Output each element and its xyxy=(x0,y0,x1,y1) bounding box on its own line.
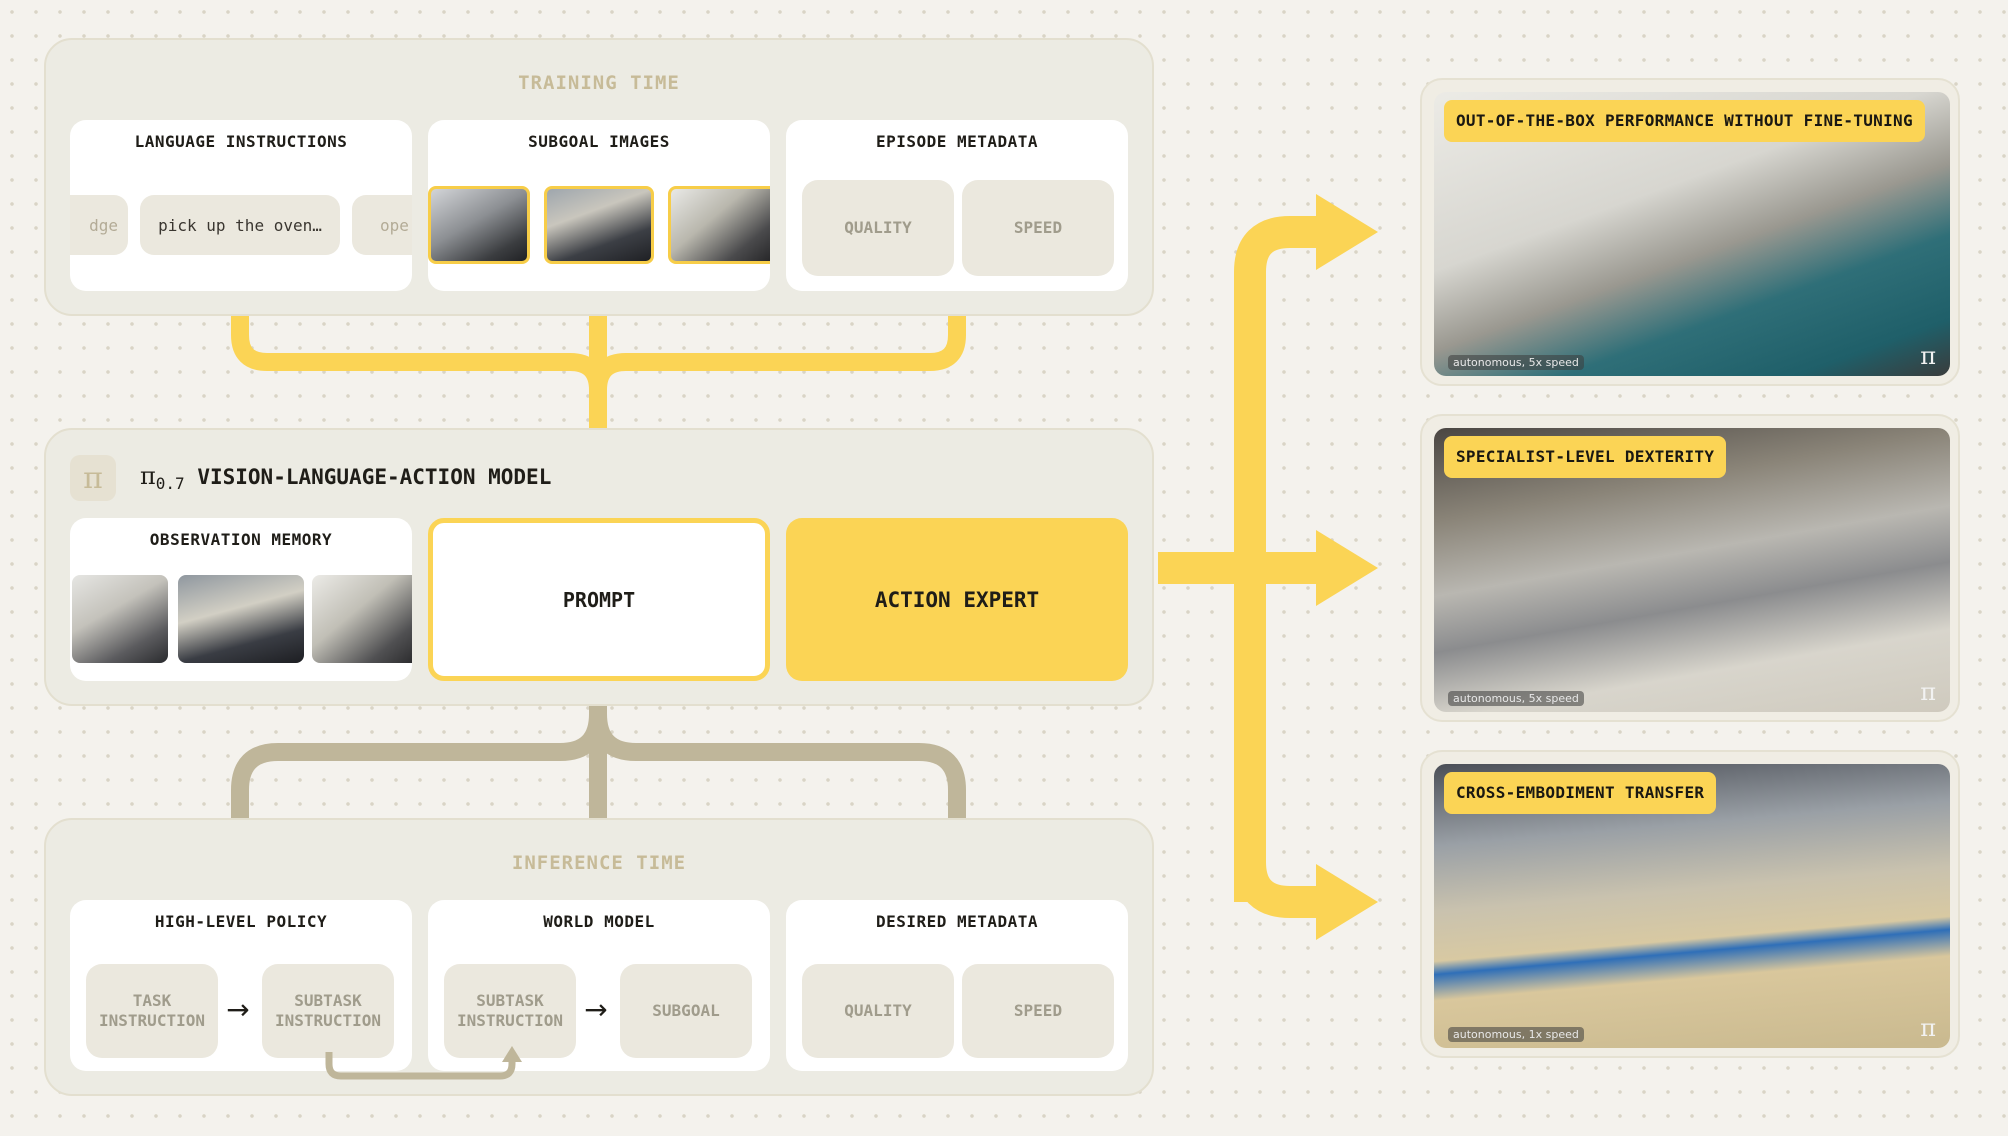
instruction-chip-left: dge xyxy=(70,195,128,255)
prompt-box: PROMPT xyxy=(428,518,770,681)
observation-image-2 xyxy=(178,575,304,663)
episode-metadata-title: EPISODE METADATA xyxy=(875,132,1039,151)
inference-time-title: INFERENCE TIME xyxy=(511,852,687,874)
subgoal-images-title: SUBGOAL IMAGES xyxy=(528,132,670,151)
observation-memory-title: OBSERVATION MEMORY xyxy=(149,530,333,549)
output-arrowhead-3 xyxy=(1316,864,1378,940)
desired-speed-chip: SPEED xyxy=(962,964,1114,1058)
vla-title-text: VISION-LANGUAGE-ACTION MODEL xyxy=(184,465,552,489)
vla-model-title: π0.7 VISION-LANGUAGE-ACTION MODEL xyxy=(140,462,551,498)
subgoal-image-1 xyxy=(428,186,530,264)
high-level-policy-title: HIGH-LEVEL POLICY xyxy=(154,912,328,931)
vla-title-pi: π xyxy=(140,462,156,490)
instruction-chip-main: pick up the oven… xyxy=(140,195,340,255)
instruction-chip-right: ope xyxy=(352,195,412,255)
training-time-title: TRAINING TIME xyxy=(518,72,680,94)
output-video-3[interactable]: CROSS-EMBODIMENT TRANSFER autonomous, 1x… xyxy=(1434,764,1950,1048)
output-pi-mark-1: π xyxy=(1920,342,1936,370)
output-card-3: CROSS-EMBODIMENT TRANSFER autonomous, 1x… xyxy=(1420,750,1960,1058)
task-instruction-chip: TASK INSTRUCTION xyxy=(86,964,218,1058)
output-connector xyxy=(1158,216,1320,918)
output-caption-2: SPECIALIST-LEVEL DEXTERITY xyxy=(1444,436,1727,478)
high-level-policy-card: HIGH-LEVEL POLICY TASK INSTRUCTION → SUB… xyxy=(70,900,412,1071)
desired-quality-chip: QUALITY xyxy=(802,964,954,1058)
world-subtask-instruction-chip: SUBTASK INSTRUCTION xyxy=(444,964,576,1058)
episode-quality-chip: QUALITY xyxy=(802,180,954,276)
output-pi-mark-2: π xyxy=(1920,678,1936,706)
vla-title-version: 0.7 xyxy=(155,474,185,494)
policy-arrow-icon: → xyxy=(226,993,250,1026)
output-speed-3: autonomous, 1x speed xyxy=(1448,1027,1584,1042)
observation-image-3 xyxy=(312,575,412,663)
output-pi-mark-3: π xyxy=(1920,1014,1936,1042)
subgoal-image-2 xyxy=(544,186,654,264)
output-video-1[interactable]: OUT-OF-THE-BOX PERFORMANCE WITHOUT FINE-… xyxy=(1434,92,1950,376)
subgoal-images-card: SUBGOAL IMAGES xyxy=(428,120,770,291)
output-caption-3: CROSS-EMBODIMENT TRANSFER xyxy=(1444,772,1717,814)
world-model-card: WORLD MODEL SUBTASK INSTRUCTION → SUBGOA… xyxy=(428,900,770,1071)
output-caption-1: OUT-OF-THE-BOX PERFORMANCE WITHOUT FINE-… xyxy=(1444,100,1925,142)
output-card-2: SPECIALIST-LEVEL DEXTERITY autonomous, 5… xyxy=(1420,414,1960,722)
episode-metadata-card: EPISODE METADATA QUALITY SPEED xyxy=(786,120,1128,291)
output-video-2[interactable]: SPECIALIST-LEVEL DEXTERITY autonomous, 5… xyxy=(1434,428,1950,712)
observation-image-1 xyxy=(72,575,168,663)
pi-logo-icon: π xyxy=(70,455,116,501)
language-instructions-title: LANGUAGE INSTRUCTIONS xyxy=(134,132,348,151)
output-speed-1: autonomous, 5x speed xyxy=(1448,355,1584,370)
policy-subtask-instruction-chip: SUBTASK INSTRUCTION xyxy=(262,964,394,1058)
world-arrow-icon: → xyxy=(584,993,608,1026)
output-speed-2: autonomous, 5x speed xyxy=(1448,691,1584,706)
subgoal-chip: SUBGOAL xyxy=(620,964,752,1058)
desired-metadata-title: DESIRED METADATA xyxy=(875,912,1039,931)
episode-speed-chip: SPEED xyxy=(962,180,1114,276)
output-arrowhead-1 xyxy=(1316,194,1378,270)
world-model-title: WORLD MODEL xyxy=(543,912,655,931)
desired-metadata-card: DESIRED METADATA QUALITY SPEED xyxy=(786,900,1128,1071)
subgoal-image-3 xyxy=(668,186,770,264)
output-card-1: OUT-OF-THE-BOX PERFORMANCE WITHOUT FINE-… xyxy=(1420,78,1960,386)
observation-memory-card: OBSERVATION MEMORY xyxy=(70,518,412,681)
action-expert-box: ACTION EXPERT xyxy=(786,518,1128,681)
language-instructions-card: LANGUAGE INSTRUCTIONS dge pick up the ov… xyxy=(70,120,412,291)
output-arrowhead-2 xyxy=(1316,530,1378,606)
